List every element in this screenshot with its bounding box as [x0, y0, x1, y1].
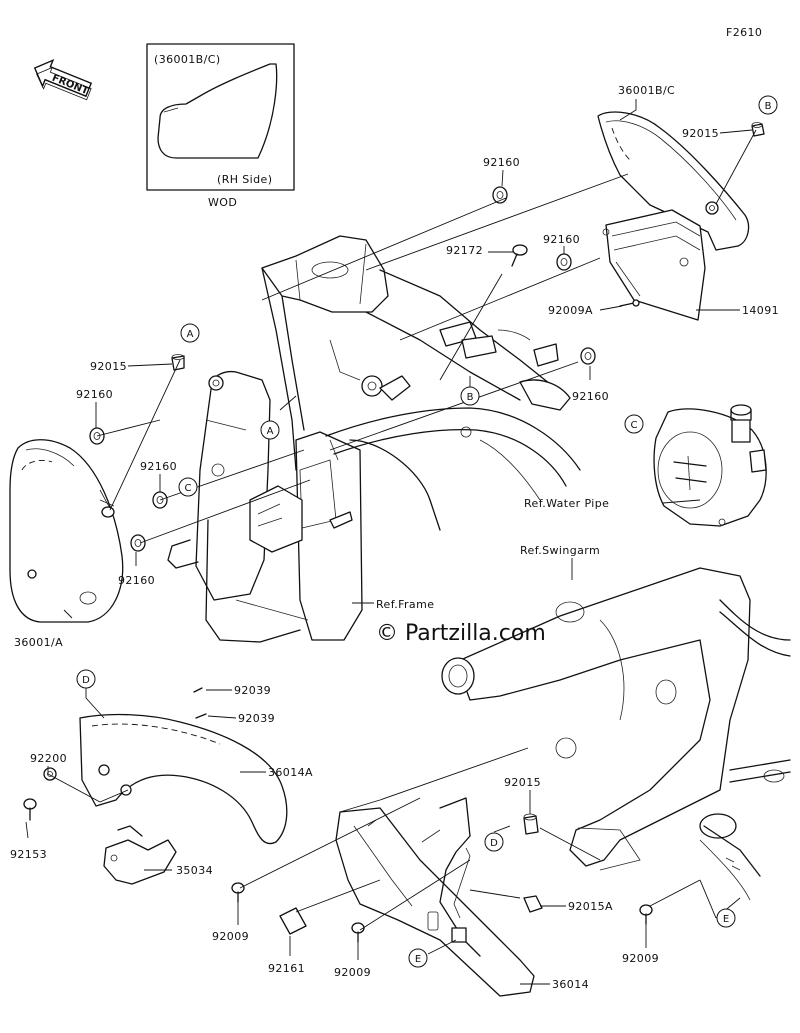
- bolt-92009-b: [351, 922, 365, 943]
- inset-side-label: (RH Side): [217, 173, 272, 186]
- grommet-92160-right: [580, 347, 596, 365]
- washer-92200: [43, 767, 57, 781]
- label-14091: 14091: [742, 304, 779, 317]
- svg-text:B: B: [765, 101, 772, 112]
- watermark: © Partzilla.com: [376, 621, 546, 646]
- svg-text:B: B: [467, 392, 474, 403]
- label-92172: 92172: [446, 244, 483, 257]
- label-ref-swingarm: Ref.Swingarm: [520, 544, 600, 557]
- chain-cover-upper: [79, 687, 288, 845]
- svg-text:D: D: [490, 838, 498, 849]
- bolt-92172: [511, 244, 528, 267]
- collar-92015-a: [171, 354, 185, 371]
- grommet-92160-mid: [556, 253, 572, 271]
- svg-text:E: E: [415, 954, 421, 965]
- label-92015-a: 92015: [90, 360, 127, 373]
- label-92160-low: 92160: [118, 574, 155, 587]
- label-92200: 92200: [30, 752, 67, 765]
- collar-92015-d: [523, 813, 539, 835]
- label-ref-frame: Ref.Frame: [376, 598, 434, 611]
- label-92009-c: 92009: [622, 952, 659, 965]
- label-92009A: 92009A: [548, 304, 593, 317]
- callout-e-right: E: [716, 908, 736, 928]
- side-cover-rh: [597, 111, 750, 251]
- label-92161: 92161: [268, 962, 305, 975]
- callout-c-right: C: [624, 414, 644, 434]
- callout-d-left: D: [76, 669, 96, 689]
- side-cover-lh: [9, 439, 124, 623]
- callout-a-left: A: [180, 323, 200, 343]
- label-92160-right: 92160: [572, 390, 609, 403]
- swingarm: [441, 567, 791, 901]
- callout-c-left: C: [178, 477, 198, 497]
- label-92153: 92153: [10, 848, 47, 861]
- svg-text:C: C: [631, 420, 638, 431]
- label-92160-mid: 92160: [543, 233, 580, 246]
- chain-guard-lower: [335, 797, 535, 997]
- label-92015-b: 92015: [682, 127, 719, 140]
- label-92160-top: 92160: [483, 156, 520, 169]
- label-92160-ring: 92160: [140, 460, 177, 473]
- pad-92161: [279, 907, 307, 935]
- label-92039-a: 92039: [234, 684, 271, 697]
- part-labels: 36001B/C 92015 92160 92172 92160 92009A …: [10, 84, 779, 991]
- svg-text:A: A: [187, 329, 194, 340]
- label-36001A: 36001/A: [14, 636, 63, 649]
- svg-text:C: C: [185, 483, 192, 494]
- bolt-92009-c: [639, 904, 653, 925]
- label-ref-water-pipe: Ref.Water Pipe: [524, 497, 609, 510]
- svg-text:A: A: [267, 426, 274, 437]
- inset-part-label: (36001B/C): [154, 53, 221, 66]
- label-92009-a: 92009: [212, 930, 249, 943]
- svg-text:E: E: [723, 914, 729, 925]
- front-arrow-badge: FRONT: [33, 58, 93, 101]
- svg-text:D: D: [82, 675, 90, 686]
- label-36014: 36014: [552, 978, 589, 991]
- frame-assembly: [167, 235, 581, 643]
- label-36014A: 36014A: [268, 766, 313, 779]
- figure-code: F2610: [726, 26, 762, 39]
- callout-e-lower: E: [408, 948, 428, 968]
- label-36001BC: 36001B/C: [618, 84, 675, 97]
- collar-92015A: [523, 895, 543, 913]
- bracket-35034: [103, 825, 177, 885]
- bolt-92153: [23, 798, 37, 821]
- inset-caption: WOD: [208, 196, 237, 209]
- callout-a-center: A: [260, 420, 280, 440]
- label-35034: 35034: [176, 864, 213, 877]
- label-92015-d: 92015: [504, 776, 541, 789]
- inset-box-wod: (36001B/C) (RH Side) WOD: [146, 43, 295, 209]
- battery-case: [602, 209, 706, 321]
- label-92015A: 92015A: [568, 900, 613, 913]
- leader-lines: [25, 99, 757, 985]
- inset-side-cover-shape: [157, 63, 278, 159]
- collar-92015-b: [751, 122, 765, 137]
- label-92009-b: 92009: [334, 966, 371, 979]
- screw-92009A: [619, 299, 640, 307]
- callout-b-top: B: [758, 95, 778, 115]
- label-92039-b: 92039: [238, 712, 275, 725]
- grommet-92160-low: [130, 534, 146, 552]
- bolt-92009-a: [231, 882, 245, 903]
- callout-d-center: D: [484, 832, 504, 852]
- callout-b-center: B: [460, 386, 480, 406]
- label-92160-left: 92160: [76, 388, 113, 401]
- water-pump-cover: [653, 404, 767, 527]
- clip-left: [99, 499, 115, 518]
